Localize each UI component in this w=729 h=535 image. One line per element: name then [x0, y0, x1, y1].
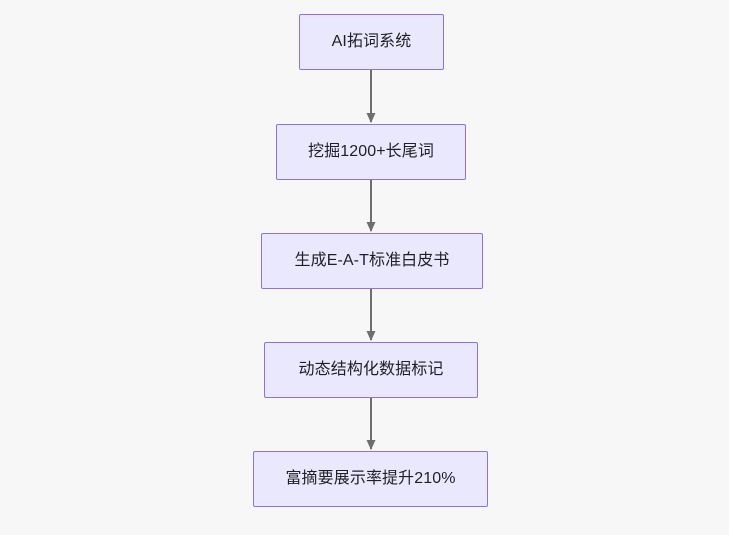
flow-node-rich-snippet-rate-increase[interactable]: 富摘要展示率提升210%	[253, 451, 488, 507]
flow-node-dynamic-structured-data-markup[interactable]: 动态结构化数据标记	[264, 342, 478, 398]
flow-node-mine-longtail-keywords[interactable]: 挖掘1200+长尾词	[276, 124, 466, 180]
flow-node-label: 生成E-A-T标准白皮书	[294, 252, 450, 270]
flow-node-label: 富摘要展示率提升210%	[285, 470, 456, 488]
flow-node-label: 挖掘1200+长尾词	[308, 143, 434, 161]
flow-node-generate-eat-whitepaper[interactable]: 生成E-A-T标准白皮书	[261, 233, 483, 289]
flow-node-label: AI拓词系统	[331, 33, 412, 51]
flow-node-ai-keyword-system[interactable]: AI拓词系统	[299, 14, 444, 70]
flow-node-label: 动态结构化数据标记	[298, 361, 444, 379]
